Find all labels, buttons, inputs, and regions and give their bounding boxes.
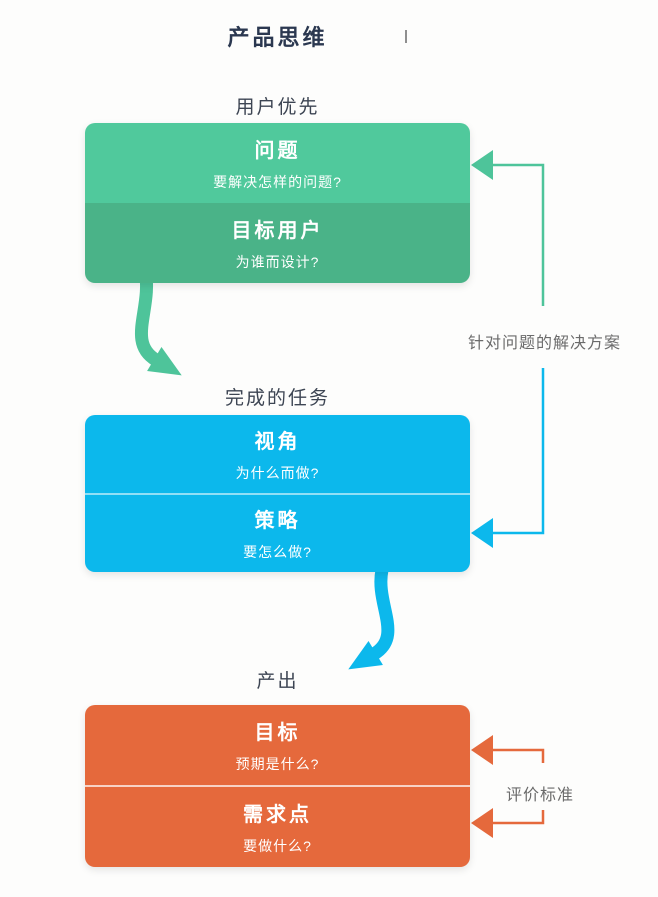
connector-evaluation-top: [493, 748, 545, 763]
card-row-problem: 问题 要解决怎样的问题?: [85, 123, 470, 203]
row-title-strategy: 策略: [254, 510, 301, 533]
row-title-problem: 问题: [254, 140, 301, 162]
card-row-target-user: 目标用户 为谁而设计?: [85, 203, 470, 283]
row-title-goal: 目标: [254, 722, 301, 744]
card-row-strategy: 策略 要怎么做?: [85, 495, 470, 573]
card-row-goal: 目标 预期是什么?: [85, 705, 470, 785]
row-subtitle-perspective: 为什么而做?: [235, 464, 320, 481]
row-title-perspective: 视角: [254, 430, 301, 453]
annotation-evaluation: 评价标准: [506, 787, 575, 804]
arrowhead-into-requirement: [471, 808, 493, 838]
flow-arrow-user-to-tasks: [134, 263, 182, 376]
row-divider: [85, 785, 470, 787]
row-subtitle-goal: 预期是什么?: [235, 756, 320, 772]
diagram-title: 产品思维: [227, 25, 328, 50]
arrowhead-into-goal: [471, 735, 493, 765]
arrowhead-into-strategy: [471, 518, 493, 548]
section-label-tasks: 完成的任务: [224, 388, 330, 409]
row-subtitle-problem: 要解决怎样的问题?: [213, 174, 342, 190]
connector-solution-blue: [493, 368, 545, 535]
connector-evaluation-bottom: [493, 810, 545, 825]
card-row-perspective: 视角 为什么而做?: [85, 415, 470, 493]
row-divider: [85, 492, 470, 495]
section-label-output: 产出: [256, 671, 299, 692]
stray-cursor-mark: [405, 30, 407, 43]
card-row-requirement: 需求点 要做什么?: [85, 787, 470, 867]
row-title-requirement: 需求点: [243, 804, 312, 826]
flow-arrow-tasks-to-output: [348, 563, 395, 670]
row-title-target-user: 目标用户: [231, 220, 324, 242]
card-user-first: 问题 要解决怎样的问题? 目标用户 为谁而设计?: [85, 123, 470, 283]
annotation-solution: 针对问题的解决方案: [468, 335, 622, 352]
section-label-user-first: 用户优先: [235, 97, 320, 118]
row-subtitle-requirement: 要做什么?: [243, 838, 312, 854]
connector-solution-green: [493, 163, 545, 306]
row-subtitle-strategy: 要怎么做?: [243, 544, 312, 561]
row-subtitle-target-user: 为谁而设计?: [235, 254, 320, 270]
arrowhead-into-problem: [471, 150, 493, 180]
card-output: 目标 预期是什么? 需求点 要做什么?: [85, 705, 470, 867]
card-tasks: 视角 为什么而做? 策略 要怎么做?: [85, 415, 470, 572]
